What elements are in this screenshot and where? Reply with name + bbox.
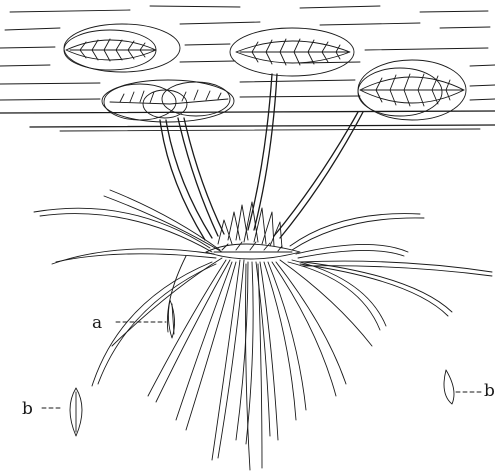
floating-leaf-2 (102, 80, 234, 122)
label-b-left: b (22, 399, 33, 419)
label-a: a (92, 313, 102, 333)
leaf-stalks (160, 74, 363, 240)
floating-leaf-3 (230, 28, 354, 76)
label-b-right: b (484, 381, 495, 401)
label-b-right-pointer (444, 370, 484, 404)
floating-leaf-1 (64, 24, 180, 72)
label-b-left-pointer (42, 388, 82, 436)
roots (112, 258, 372, 470)
label-a-pointer (116, 300, 175, 338)
